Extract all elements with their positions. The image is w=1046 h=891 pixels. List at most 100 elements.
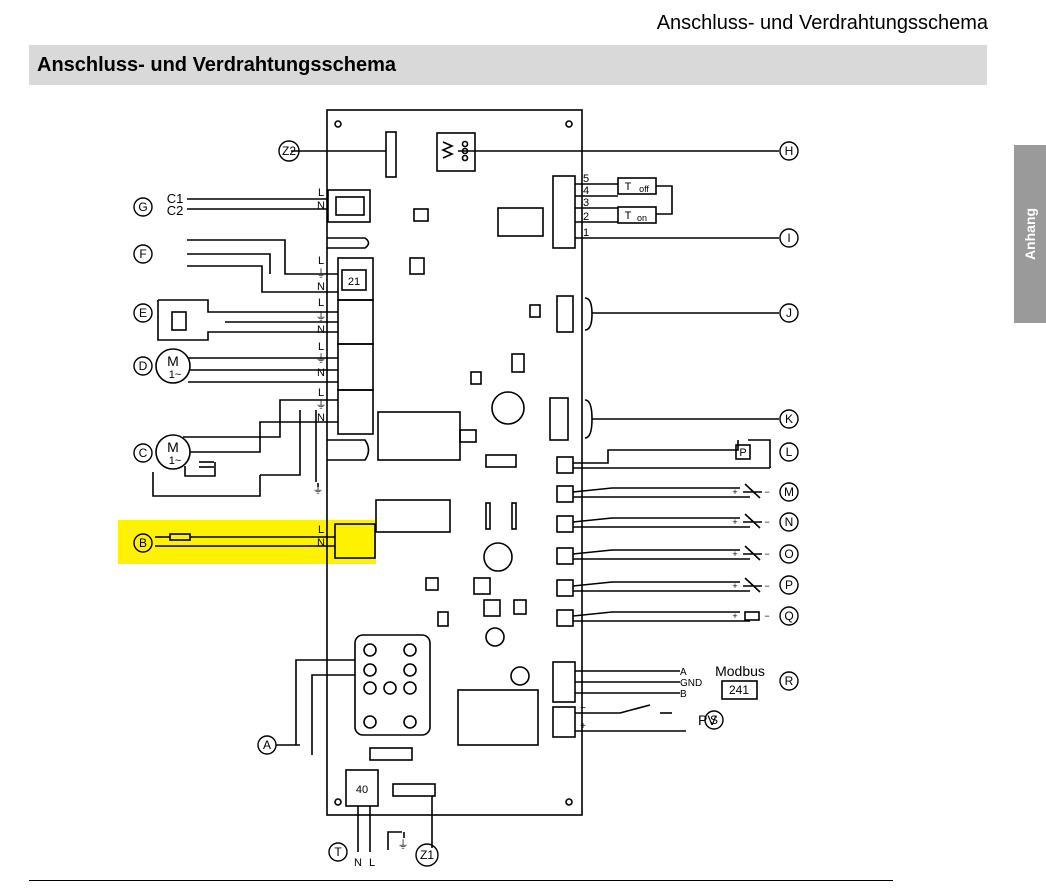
page-header-title: Anschluss- und Verdrahtungsschema (656, 12, 988, 34)
callout-z2: Z2 (282, 144, 296, 158)
terminal-label-pe: ⏚ (316, 267, 327, 280)
block-40-label: 40 (356, 784, 368, 796)
relay-e (171, 311, 187, 331)
sensor-q-minus: − (764, 611, 769, 621)
callout-h: H (785, 144, 794, 158)
sensor-m-plus: + (732, 487, 737, 497)
terminal-label-n: N (317, 200, 325, 212)
bus-b-label: B (680, 689, 687, 700)
terminal-label-n: N (317, 537, 325, 549)
terminal-label-l: L (369, 857, 375, 869)
sensor-o-plus: + (732, 549, 737, 559)
terminal-label-n: N (317, 412, 325, 424)
ground-symbol: ⏚ (313, 483, 324, 496)
terminal-label-l: L (318, 387, 324, 399)
connector-i (552, 175, 576, 249)
pv-label: PV (698, 712, 717, 728)
thermostat-on (617, 206, 657, 224)
pin-1: 1 (583, 227, 589, 239)
sensor-o-minus: − (764, 549, 769, 559)
motor-c-m: M (167, 439, 179, 455)
callout-e: E (139, 306, 147, 320)
board-mount-hole (334, 120, 342, 128)
terminal-g (327, 189, 371, 223)
callout-s: S (710, 713, 718, 727)
callout-l: L (786, 445, 793, 459)
t-on-label: T (625, 210, 632, 222)
terminal-label-c2: C2 (167, 203, 184, 218)
motor-d (155, 348, 191, 384)
callout-i: I (787, 231, 790, 245)
main-power-connector (354, 634, 431, 736)
motor-d-m: M (167, 353, 179, 369)
connector-h (436, 132, 476, 172)
t-on-sub: on (637, 213, 647, 223)
sensor-symbols (743, 483, 762, 593)
callout-j: J (786, 306, 792, 320)
sensor-q-plus: + (732, 611, 737, 621)
pv-minus: − (580, 703, 586, 714)
sensor-m-minus: − (764, 487, 769, 497)
t-off-sub: off (639, 184, 649, 194)
block-241-label: 241 (729, 683, 749, 697)
terminal-label-l: L (318, 297, 324, 309)
sensor-n-plus: + (732, 517, 737, 527)
terminal-block-c (337, 389, 374, 435)
callout-p: P (785, 578, 793, 592)
callout-f: F (139, 247, 146, 261)
callout-b: B (139, 536, 147, 550)
connector-k (549, 397, 569, 441)
sensor-q (744, 611, 760, 621)
connector-j (556, 295, 574, 333)
connector-pv (552, 706, 576, 738)
modbus-label: Modbus (715, 663, 765, 679)
pin-5: 5 (583, 173, 589, 185)
terminal-label-c1: C1 (167, 191, 184, 206)
callout-k: K (785, 412, 793, 426)
pin-3: 3 (583, 197, 589, 209)
board-mount-hole (565, 798, 573, 806)
terminal-label-pe: ⏚ (316, 352, 327, 365)
callout-z1: Z1 (420, 848, 434, 862)
pin-2: 2 (583, 211, 589, 223)
board-mount-hole (565, 120, 573, 128)
bus-a-label: A (680, 667, 687, 678)
terminal-label-n: N (354, 857, 362, 869)
callout-q: Q (784, 609, 793, 623)
terminal-label-l: L (318, 524, 324, 536)
callout-r: R (785, 674, 794, 688)
pv-plus: + (580, 721, 586, 732)
callout-n: N (785, 515, 794, 529)
terminal-label-pe: ⏚ (316, 398, 327, 411)
footer-rule (29, 880, 893, 881)
terminal-label-pe: ⏚ (316, 310, 327, 323)
motor-c-phase: 1~ (169, 455, 182, 467)
motor-d-phase: 1~ (169, 369, 182, 381)
board-mount-hole (334, 798, 342, 806)
pressure-switch-l (735, 444, 751, 460)
component-z2 (385, 131, 397, 178)
ground-symbol: ⏚ (398, 838, 409, 851)
sensor-n-minus: − (764, 517, 769, 527)
terminal-label-l: L (318, 187, 324, 199)
highlight-b (118, 520, 376, 564)
section-heading: Anschluss- und Verdrahtungsschema (29, 45, 987, 85)
sensor-p-minus: − (764, 581, 769, 591)
bus-gnd-label: GND (680, 678, 702, 689)
terminal-label-l: L (318, 255, 324, 267)
terminal-label-l: L (318, 341, 324, 353)
callout-g: G (138, 200, 147, 214)
terminal-b (334, 523, 376, 559)
block-21-label: 21 (348, 276, 360, 288)
t-off-label: T (625, 181, 632, 193)
callout-d: D (139, 359, 148, 373)
terminal-label-n: N (317, 281, 325, 293)
terminal-label-n: N (317, 367, 325, 379)
terminal-label-n: N (317, 324, 325, 336)
callout-o: O (784, 547, 793, 561)
side-tab-appendix[interactable]: Anhang (1014, 145, 1046, 323)
sensor-p-plus: + (732, 581, 737, 591)
pin-4: 4 (583, 185, 589, 197)
